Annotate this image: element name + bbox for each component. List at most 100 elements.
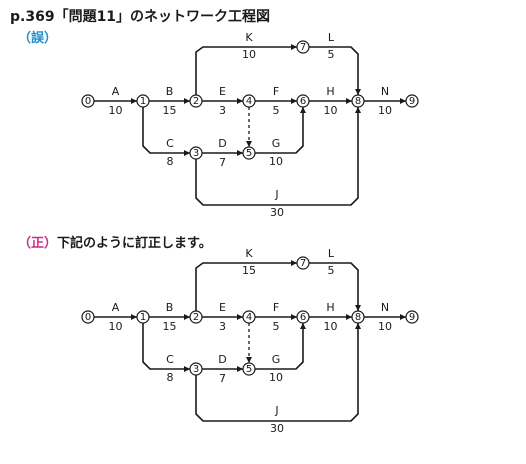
node-0: 0 (81, 94, 95, 108)
node-number-2: 2 (193, 96, 199, 107)
node-4: 4 (242, 94, 256, 108)
node-circle-3 (189, 362, 203, 376)
node-2: 2 (189, 310, 203, 324)
activity-duration-h: 10 (324, 320, 338, 333)
activity-name-g: G (272, 137, 281, 150)
correction-text: 下記のように訂正します。 (57, 236, 212, 251)
node-9: 9 (405, 94, 419, 108)
activity-duration-b: 15 (163, 320, 177, 333)
activity-arrow-l (309, 262, 361, 311)
node-number-9: 9 (409, 312, 415, 323)
activity-duration-a: 10 (109, 320, 123, 333)
activity-name-a: A (112, 85, 120, 98)
activity-name-k: K (245, 247, 253, 260)
activity-arrow-k (195, 44, 297, 95)
activity-duration-j: 30 (270, 206, 284, 219)
activity-duration-n: 10 (378, 320, 392, 333)
activity-name-h: H (326, 85, 334, 98)
node-circle-5 (242, 146, 256, 160)
activity-name-c: C (166, 137, 174, 150)
node-number-5: 5 (246, 148, 252, 159)
activity-name-k: K (245, 31, 253, 44)
activity-name-f: F (273, 85, 279, 98)
node-7: 7 (296, 256, 310, 270)
activity-duration-l: 5 (328, 264, 335, 277)
node-number-0: 0 (85, 96, 91, 107)
node-5: 5 (242, 362, 256, 376)
activity-arrow-j (195, 107, 361, 206)
node-circle-7 (296, 256, 310, 270)
activity-duration-j: 30 (270, 422, 284, 435)
activity-duration-g: 10 (269, 155, 283, 168)
activity-name-j: J (274, 404, 278, 417)
activity-duration-e: 3 (219, 320, 226, 333)
node-circle-6 (296, 94, 310, 108)
node-6: 6 (296, 94, 310, 108)
node-1: 1 (136, 94, 150, 108)
node-3: 3 (189, 146, 203, 160)
activity-name-a: A (112, 301, 120, 314)
node-number-9: 9 (409, 96, 415, 107)
activity-arrow-k (195, 260, 297, 311)
wrong-version-label: （誤） (18, 31, 58, 46)
node-1: 1 (136, 310, 150, 324)
activity-name-l: L (328, 247, 335, 260)
activity-duration-k: 15 (242, 264, 256, 277)
activity-duration-a: 10 (109, 104, 123, 117)
correct-version-marker: （正） (18, 236, 58, 251)
activity-name-b: B (166, 85, 174, 98)
node-circle-2 (189, 94, 203, 108)
node-circle-3 (189, 146, 203, 160)
node-circle-0 (81, 94, 95, 108)
activity-duration-f: 5 (273, 104, 280, 117)
node-number-3: 3 (193, 148, 199, 159)
node-number-7: 7 (300, 42, 306, 53)
activity-arrow-l (309, 46, 361, 95)
activity-duration-c: 8 (167, 155, 174, 168)
activity-name-c: C (166, 353, 174, 366)
page-heading: p.369「問題11」のネットワーク工程図 (10, 9, 271, 25)
node-circle-9 (405, 310, 419, 324)
node-circle-7 (296, 40, 310, 54)
activity-duration-c: 8 (167, 371, 174, 384)
node-circle-8 (351, 310, 365, 324)
activity-duration-l: 5 (328, 48, 335, 61)
activity-name-d: D (218, 137, 226, 150)
activity-arrow-j (195, 323, 361, 422)
activity-name-e: E (219, 85, 226, 98)
node-circle-1 (136, 94, 150, 108)
node-number-8: 8 (355, 312, 361, 323)
node-number-0: 0 (85, 312, 91, 323)
node-number-5: 5 (246, 364, 252, 375)
node-circle-8 (351, 94, 365, 108)
node-number-4: 4 (246, 312, 252, 323)
node-number-6: 6 (300, 96, 306, 107)
activity-duration-n: 10 (378, 104, 392, 117)
node-circle-5 (242, 362, 256, 376)
activity-arrow-g (255, 323, 306, 370)
activity-duration-g: 10 (269, 371, 283, 384)
activity-duration-b: 15 (163, 104, 177, 117)
node-circle-0 (81, 310, 95, 324)
node-number-2: 2 (193, 312, 199, 323)
activity-duration-e: 3 (219, 104, 226, 117)
activity-name-l: L (328, 31, 335, 44)
activity-arrow-c (142, 323, 190, 372)
node-3: 3 (189, 362, 203, 376)
node-8: 8 (351, 94, 365, 108)
node-circle-9 (405, 94, 419, 108)
node-8: 8 (351, 310, 365, 324)
activity-name-n: N (381, 301, 389, 314)
node-5: 5 (242, 146, 256, 160)
activity-arrow-g (255, 107, 306, 154)
node-circle-6 (296, 310, 310, 324)
activity-name-d: D (218, 353, 226, 366)
activity-name-e: E (219, 301, 226, 314)
correction-note: （正）下記のように訂正します。 (18, 232, 212, 251)
node-4: 4 (242, 310, 256, 324)
node-number-6: 6 (300, 312, 306, 323)
node-number-7: 7 (300, 258, 306, 269)
activity-duration-d: 7 (219, 156, 226, 169)
